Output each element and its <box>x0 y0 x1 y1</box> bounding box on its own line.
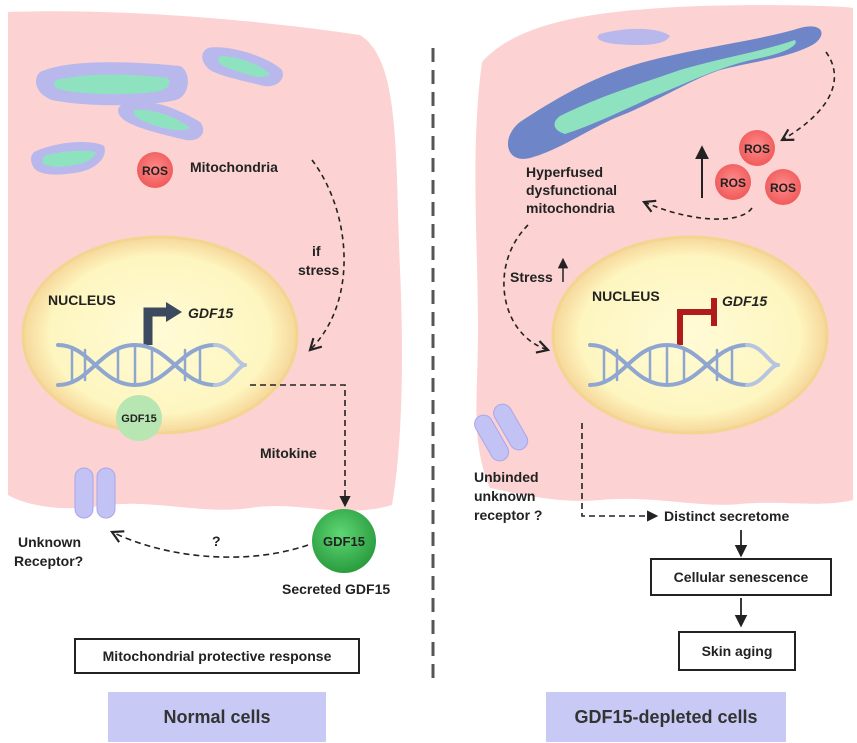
mitochondria-icon <box>31 47 283 175</box>
mitokine-label: Mitokine <box>260 445 317 461</box>
gdf15-intracellular-label: GDF15 <box>121 413 156 425</box>
ros-label: ROS <box>744 142 770 156</box>
stress-label: Stress <box>510 269 553 285</box>
mitochondria-label: Mitochondria <box>190 159 278 175</box>
ros-bubble <box>137 152 173 188</box>
hyperfused-mitochondria-icon <box>507 26 822 159</box>
nucleus <box>21 235 299 435</box>
mitochondrial-response-box: Mitochondrial protective response <box>74 638 360 674</box>
receptor-icon <box>474 403 529 462</box>
ros-label: ROS <box>720 176 746 190</box>
inhibited-promoter-icon <box>677 309 714 345</box>
hyperfused-label: Hyperfused <box>526 164 603 180</box>
ros-label: ROS <box>770 181 796 195</box>
promoter-arrow-icon <box>143 307 168 345</box>
ros-bubble <box>715 164 751 200</box>
hyperfused-label: dysfunctional <box>526 182 617 198</box>
nucleus <box>551 235 829 435</box>
receptor-icon <box>74 467 116 519</box>
secretome-arrow <box>581 423 659 522</box>
stress-arrow <box>308 159 345 352</box>
receptor-label: receptor ? <box>474 507 542 523</box>
dna-icon <box>588 342 780 388</box>
ros-label: ROS <box>142 164 168 178</box>
ros-bubble <box>739 130 775 166</box>
if-label: if <box>312 243 321 259</box>
secretome-label: Distinct secretome <box>664 508 789 524</box>
hyperfused-label: mitochondria <box>526 200 615 216</box>
nucleus-label: NUCLEUS <box>48 292 116 308</box>
stress-label: stress <box>298 262 339 278</box>
secreted-gdf15-icon <box>312 509 376 573</box>
ros-bubble <box>765 169 801 205</box>
gdf15-protein-icon <box>116 395 162 441</box>
receptor-label: Unbinded <box>474 469 539 485</box>
secreted-gdf15-protein-label: GDF15 <box>323 534 365 549</box>
nucleus-label: NUCLEUS <box>592 288 660 304</box>
cellular-senescence-box: Cellular senescence <box>650 558 832 596</box>
skin-aging-box: Skin aging <box>678 631 796 671</box>
binding-arrow <box>109 530 309 558</box>
dna-icon <box>56 342 247 388</box>
question-mark: ? <box>212 533 221 549</box>
receptor-label: Unknown <box>18 534 81 550</box>
gene-label: GDF15 <box>188 305 233 321</box>
normal-cells-label: Normal cells <box>108 692 326 742</box>
stress-arrow <box>503 224 551 354</box>
receptor-label: Receptor? <box>14 553 83 569</box>
ros-arrow <box>780 51 836 142</box>
gene-label: GDF15 <box>722 293 767 309</box>
mitokine-arrow <box>250 384 351 508</box>
secreted-gdf15-label: Secreted GDF15 <box>282 581 390 597</box>
receptor-label: unknown <box>474 488 535 504</box>
gdf15-depleted-cells-label: GDF15-depleted cells <box>546 692 786 742</box>
